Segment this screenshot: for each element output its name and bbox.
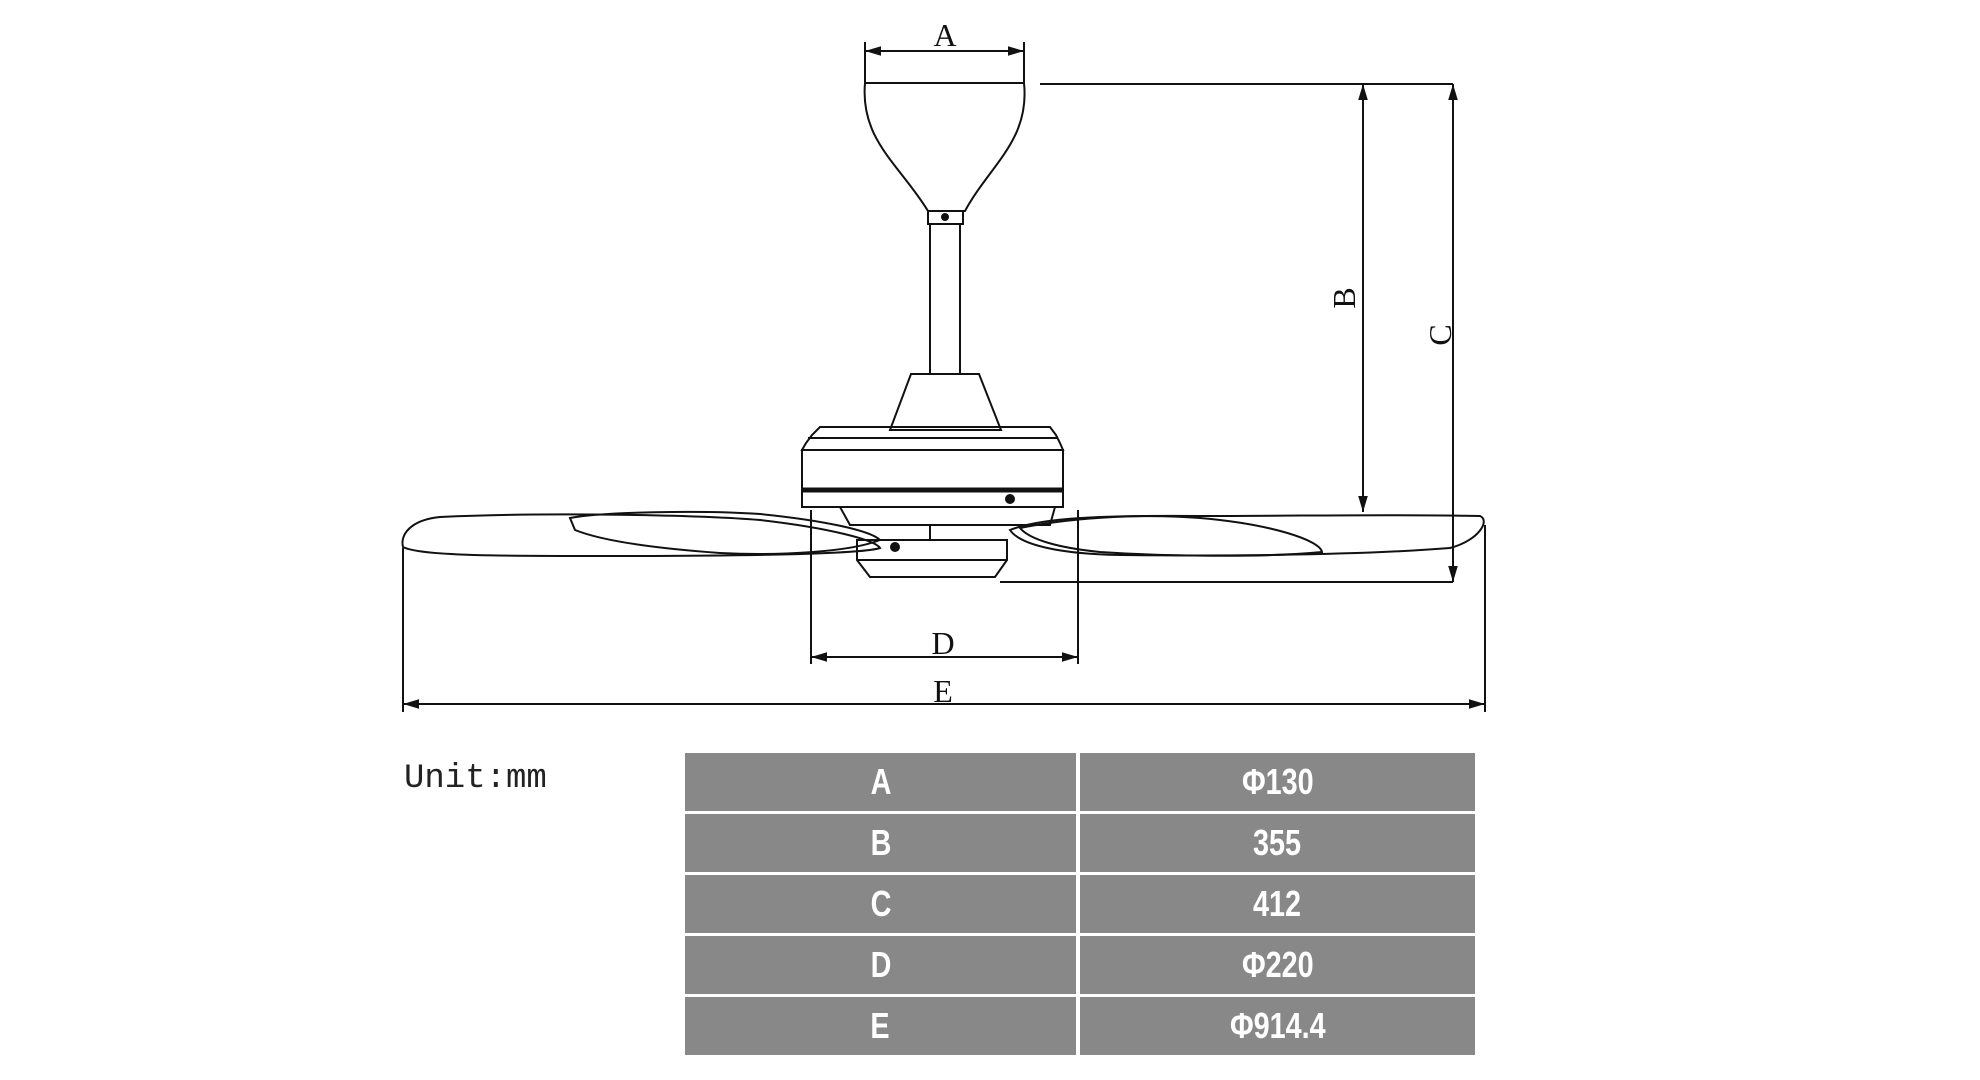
downrod <box>929 223 961 375</box>
dimension-value: 355 <box>1253 822 1302 863</box>
motor-cone <box>888 373 1003 431</box>
dimension-e <box>402 525 1486 712</box>
table-row: A Φ130 <box>685 753 1475 811</box>
table-row: C 412 <box>685 875 1475 933</box>
canopy <box>863 82 1026 225</box>
fan-blades <box>401 510 1485 558</box>
label-c: C <box>1422 324 1458 345</box>
table-row: E Φ914.4 <box>685 997 1475 1055</box>
dimension-key: E <box>870 1005 891 1046</box>
dimension-key: A <box>870 761 891 802</box>
dimension-value: 412 <box>1253 883 1302 924</box>
dimension-key: B <box>870 822 891 863</box>
dimension-value: Φ914.4 <box>1229 1005 1326 1046</box>
dimension-key: D <box>870 944 891 985</box>
label-e: E <box>933 673 953 709</box>
motor-housing <box>800 426 1065 578</box>
table-row: B 355 <box>685 814 1475 872</box>
label-a: A <box>933 17 956 53</box>
label-b: B <box>1326 287 1362 308</box>
dimension-value: Φ130 <box>1241 761 1314 802</box>
table-row: D Φ220 <box>685 936 1475 994</box>
unit-label: Unit:mm <box>404 760 547 798</box>
label-d: D <box>931 625 954 661</box>
dimension-table: A Φ130 B 355 C 412 D Φ220 E Φ914.4 <box>685 753 1475 1058</box>
dimension-key: C <box>870 883 891 924</box>
dimension-value: Φ220 <box>1241 944 1314 985</box>
dimension-d <box>810 510 1079 664</box>
dimension-a <box>864 42 1025 83</box>
